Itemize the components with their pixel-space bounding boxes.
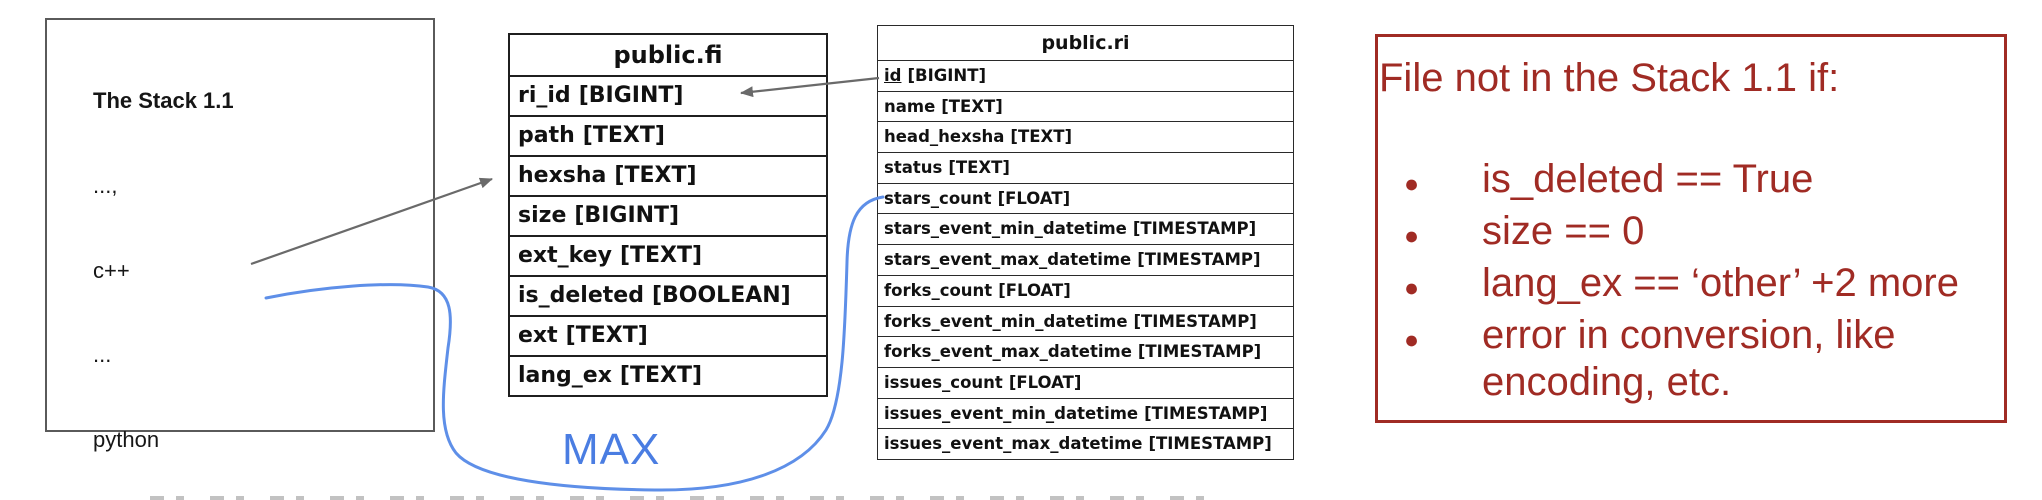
exclusion-item-text: is_deleted == True [1482,157,1814,201]
column-name: stars_event_min_datetime [884,219,1127,239]
table-row-size: size [BIGINT] [510,197,826,237]
column-type: [FLOAT] [1008,372,1082,392]
table-row-forks-event-min: forks_event_min_datetime[TIMESTAMP] [878,307,1293,338]
column-name: size [518,203,567,228]
column-type: [BIGINT] [578,83,684,108]
exclusion-list: is_deleted == True size == 0 lang_ex == … [1378,156,2004,406]
column-type: [TEXT] [619,243,703,268]
exclusion-item-text: size == 0 [1482,209,1645,253]
column-name: is_deleted [518,283,644,308]
column-name: ri_id [518,83,571,108]
column-type: [TEXT] [565,323,648,348]
table-row-stars-event-min: stars_event_min_datetime[TIMESTAMP] [878,214,1293,246]
tree-line-python: python [93,426,160,452]
table-public-ri: public.ri id[BIGINT] name[TEXT] head_hex… [877,25,1294,460]
table-row-ri-id: ri_id [BIGINT] [510,77,826,117]
table-row-name: name[TEXT] [878,92,1293,123]
column-type: [TEXT] [619,363,703,388]
table-row-id: id [BIGINT] [878,61,1293,92]
column-name: stars_count [884,188,992,208]
table-row-lang-ex: lang_ex [TEXT] [510,357,826,395]
exclusion-item: lang_ex == ‘other’ +2 more [1378,260,2004,312]
column-type: [TEXT] [614,163,697,188]
bullet-icon [1404,208,1424,260]
column-name: status [884,158,943,178]
table-row-hexsha: hexsha [TEXT] [510,157,826,197]
exclusion-title: File not in the Stack 1.1 if: [1379,56,1840,100]
column-type: [TEXT] [1010,127,1073,147]
column-type: [TIMESTAMP] [1148,434,1272,454]
column-name: forks_event_max_datetime [884,342,1132,362]
bullet-icon [1404,260,1424,312]
column-name: ext [518,323,558,348]
table-row-stars-event-max: stars_event_max_datetime[TIMESTAMP] [878,245,1293,276]
table-row-head-hexsha: head_hexsha[TEXT] [878,122,1293,154]
column-name: forks_event_min_datetime [884,311,1128,331]
column-type: [FLOAT] [997,188,1071,208]
column-name: head_hexsha [884,127,1005,147]
max-label: MAX [562,425,661,474]
column-type: [TEXT] [948,158,1010,178]
file-tree: The Stack 1.1 ..., c++ ... python traini… [47,20,433,500]
table-row-issues-event-min: issues_event_min_datetime[TIMESTAMP] [878,399,1293,430]
cropped-caption-artifact [150,496,1230,500]
table-row-issues-event-max: issues_event_max_datetime[TIMESTAMP] [878,429,1293,459]
table-row-status: status[TEXT] [878,153,1293,184]
column-type: [TIMESTAMP] [1137,342,1262,362]
column-name: forks_count [884,280,993,300]
table-row-path: path [TEXT] [510,117,826,157]
exclusion-item: error in conversion, like encoding, etc. [1378,312,2004,406]
column-name: hexsha [518,163,607,188]
exclusion-item-text: lang_ex == ‘other’ +2 more [1482,261,1959,305]
table-row-ext-key: ext_key [TEXT] [510,237,826,277]
tree-title: The Stack 1.1 [93,88,234,114]
column-name: name [884,96,936,116]
table-row-ext: ext [TEXT] [510,317,826,357]
table-title-ri: public.ri [878,26,1293,61]
tree-line-cpp: c++ [93,257,130,283]
bullet-icon [1404,312,1424,364]
exclusion-item: size == 0 [1378,208,2004,260]
table-row-forks-event-max: forks_event_max_datetime[TIMESTAMP] [878,337,1293,368]
column-type: [TIMESTAMP] [1137,250,1261,270]
column-name: issues_event_max_datetime [884,434,1143,454]
column-type: [FLOAT] [998,280,1071,300]
column-type: [TIMESTAMP] [1144,403,1268,423]
column-name: ext_key [518,243,612,268]
table-row-forks-count: forks_count[FLOAT] [878,276,1293,307]
column-type: [TIMESTAMP] [1132,219,1257,239]
column-type: [TEXT] [582,123,665,148]
stack-file-tree-panel: The Stack 1.1 ..., c++ ... python traini… [45,18,435,452]
tree-line: ..., [93,173,118,199]
column-type: [TEXT] [941,96,1003,116]
column-type: [TIMESTAMP] [1133,311,1257,331]
exclusion-item-text: error in conversion, like encoding, etc. [1482,313,1896,404]
exclusion-rules-panel: File not in the Stack 1.1 if: is_deleted… [1375,34,2007,423]
table-title-fi: public.fi [510,35,826,77]
column-name: issues_event_min_datetime [884,403,1139,423]
column-name: stars_event_max_datetime [884,250,1132,270]
column-name: path [518,123,575,148]
table-row-issues-count: issues_count[FLOAT] [878,368,1293,399]
column-type: [BIGINT] [907,66,987,85]
table-public-fi: public.fi ri_id [BIGINT] path [TEXT] hexsh… [508,33,828,397]
tree-line: ... [93,342,112,368]
column-name: issues_count [884,372,1003,392]
exclusion-item: is_deleted == True [1378,156,2004,208]
column-name: lang_ex [518,363,612,388]
table-row-stars-count: stars_count[FLOAT] [878,184,1293,215]
column-type: [BOOLEAN] [651,283,791,308]
bullet-icon [1404,156,1424,208]
column-type: [BIGINT] [574,203,680,228]
column-name-primary-key: id [884,66,902,85]
table-row-is-deleted: is_deleted [BOOLEAN] [510,277,826,317]
